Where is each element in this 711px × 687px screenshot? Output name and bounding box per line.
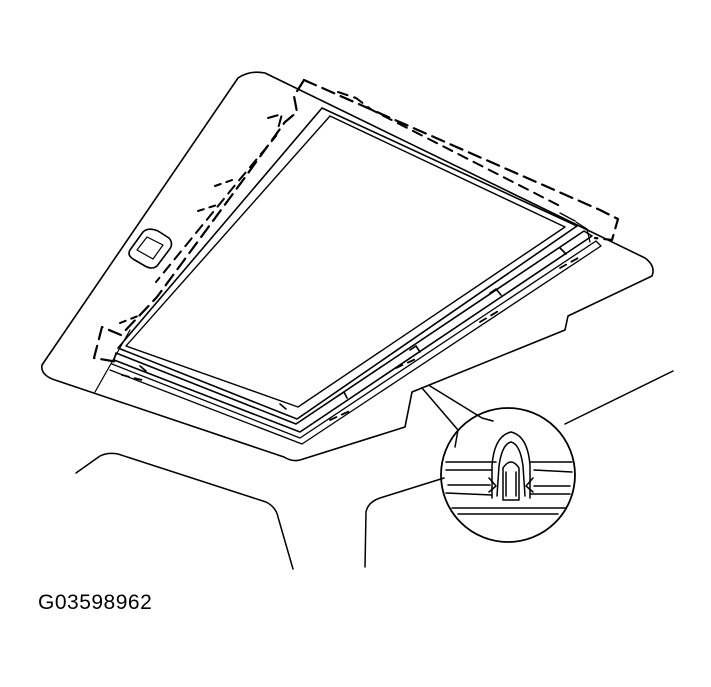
clip-detail — [445, 431, 573, 515]
dome-light-opening — [128, 228, 173, 269]
dashed-trim-outline — [302, 78, 620, 242]
windshield-outline — [75, 452, 294, 570]
clip-detail-circle — [440, 407, 576, 543]
door-outline — [364, 477, 445, 568]
frame-rail-rear — [113, 230, 593, 433]
headliner-panel — [41, 71, 654, 462]
zoom-leader — [421, 385, 494, 448]
sunroof-opening — [117, 107, 578, 420]
clip-marks — [139, 247, 567, 410]
figure-id-label: G03598962 — [38, 591, 153, 614]
